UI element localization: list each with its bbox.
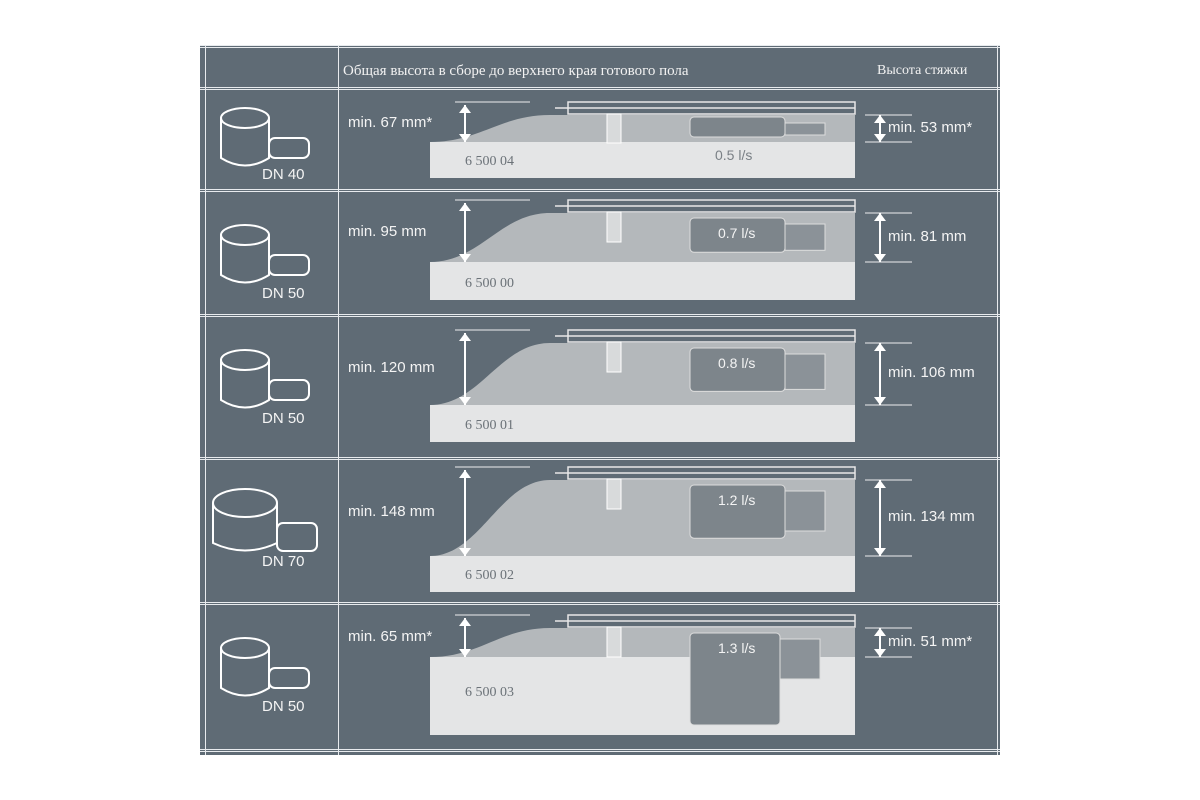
header-total-height: Общая высота в сборе до верхнего края го… — [343, 63, 689, 79]
total-height-label: min. 95 mm — [348, 222, 427, 240]
flow-rate-label: 1.3 l/s — [718, 640, 756, 656]
article-number: 6 500 04 — [465, 154, 514, 169]
row-divider — [200, 314, 1000, 317]
drain-product-icon — [220, 637, 270, 659]
drain-product-icon — [220, 107, 270, 129]
drain-product-outlet — [268, 137, 310, 159]
col-divider — [205, 45, 206, 755]
concrete-slab — [430, 405, 855, 442]
drain-product-icon — [212, 488, 278, 518]
support-foot — [606, 341, 622, 373]
total-height-label: min. 148 mm — [348, 503, 435, 520]
flow-rate-label: 0.7 l/s — [718, 225, 756, 241]
screed-height-label: min. 134 mm — [888, 508, 975, 525]
article-number: 6 500 00 — [465, 276, 514, 291]
screed-height-label: min. 81 mm — [888, 227, 967, 245]
drain-outlet-icon — [784, 353, 826, 390]
arrowheads-icon — [459, 105, 471, 142]
article-number: 6 500 03 — [465, 685, 514, 700]
drain-body-icon — [689, 116, 786, 138]
drain-product-outline — [220, 648, 270, 697]
concrete-slab — [430, 262, 855, 300]
support-foot — [606, 626, 622, 658]
table-border-bottom — [200, 749, 1000, 752]
support-foot — [606, 478, 622, 510]
header-screed-height: Высота стяжки — [877, 63, 968, 78]
drain-product-outlet — [268, 667, 310, 689]
drain-product-outline — [220, 118, 270, 167]
arrowheads-icon — [874, 628, 886, 657]
installation-diagrams — [212, 101, 912, 735]
drain-product-outline — [220, 235, 270, 284]
drain-product-outlet — [276, 522, 318, 552]
drain-product-outlet — [268, 379, 310, 401]
nominal-diameter-label: DN 50 — [262, 698, 305, 715]
support-foot — [606, 113, 622, 144]
drain-outlet-icon — [784, 223, 826, 251]
screed-height-label: min. 106 mm — [888, 364, 975, 381]
row-divider — [200, 457, 1000, 460]
concrete-slab — [430, 556, 855, 592]
arrowheads-icon — [874, 115, 886, 142]
col-divider — [338, 45, 339, 755]
row-divider — [200, 189, 1000, 192]
drain-outlet-icon — [779, 638, 821, 680]
total-height-label: min. 67 mm* — [348, 113, 433, 131]
arrowheads-icon — [459, 618, 471, 657]
screed-height-label: min. 53 mm* — [888, 118, 973, 136]
article-number: 6 500 01 — [465, 418, 514, 433]
nominal-diameter-label: DN 70 — [262, 553, 305, 570]
article-number: 6 500 02 — [465, 568, 514, 583]
arrowheads-icon — [874, 480, 886, 556]
concrete-slab — [430, 142, 855, 178]
table-border-top — [200, 45, 1000, 48]
drain-product-outlet — [268, 254, 310, 276]
total-height-label: min. 120 mm — [348, 359, 435, 376]
drain-outlet-icon — [784, 122, 826, 136]
nominal-diameter-label: DN 40 — [262, 166, 305, 183]
drain-product-outline — [220, 360, 270, 409]
drain-product-outline — [212, 503, 278, 552]
row-divider — [200, 602, 1000, 605]
flow-rate-label: 1.2 l/s — [718, 492, 756, 508]
nominal-diameter-label: DN 50 — [262, 410, 305, 427]
screed-height-label: min. 51 mm* — [888, 632, 973, 650]
drain-product-icon — [220, 349, 270, 371]
row-divider — [200, 87, 1000, 90]
drain-product-icon — [220, 224, 270, 246]
total-height-label: min. 65 mm* — [348, 627, 433, 645]
arrowheads-icon — [459, 333, 471, 405]
nominal-diameter-label: DN 50 — [262, 285, 305, 302]
drain-outlet-icon — [784, 490, 826, 532]
flow-rate-label: 0.5 l/s — [715, 147, 753, 163]
support-foot — [606, 211, 622, 243]
drain-height-table: Общая высота в сборе до верхнего края го… — [200, 45, 1000, 755]
col-divider — [997, 45, 998, 755]
flow-rate-label: 0.8 l/s — [718, 355, 756, 371]
